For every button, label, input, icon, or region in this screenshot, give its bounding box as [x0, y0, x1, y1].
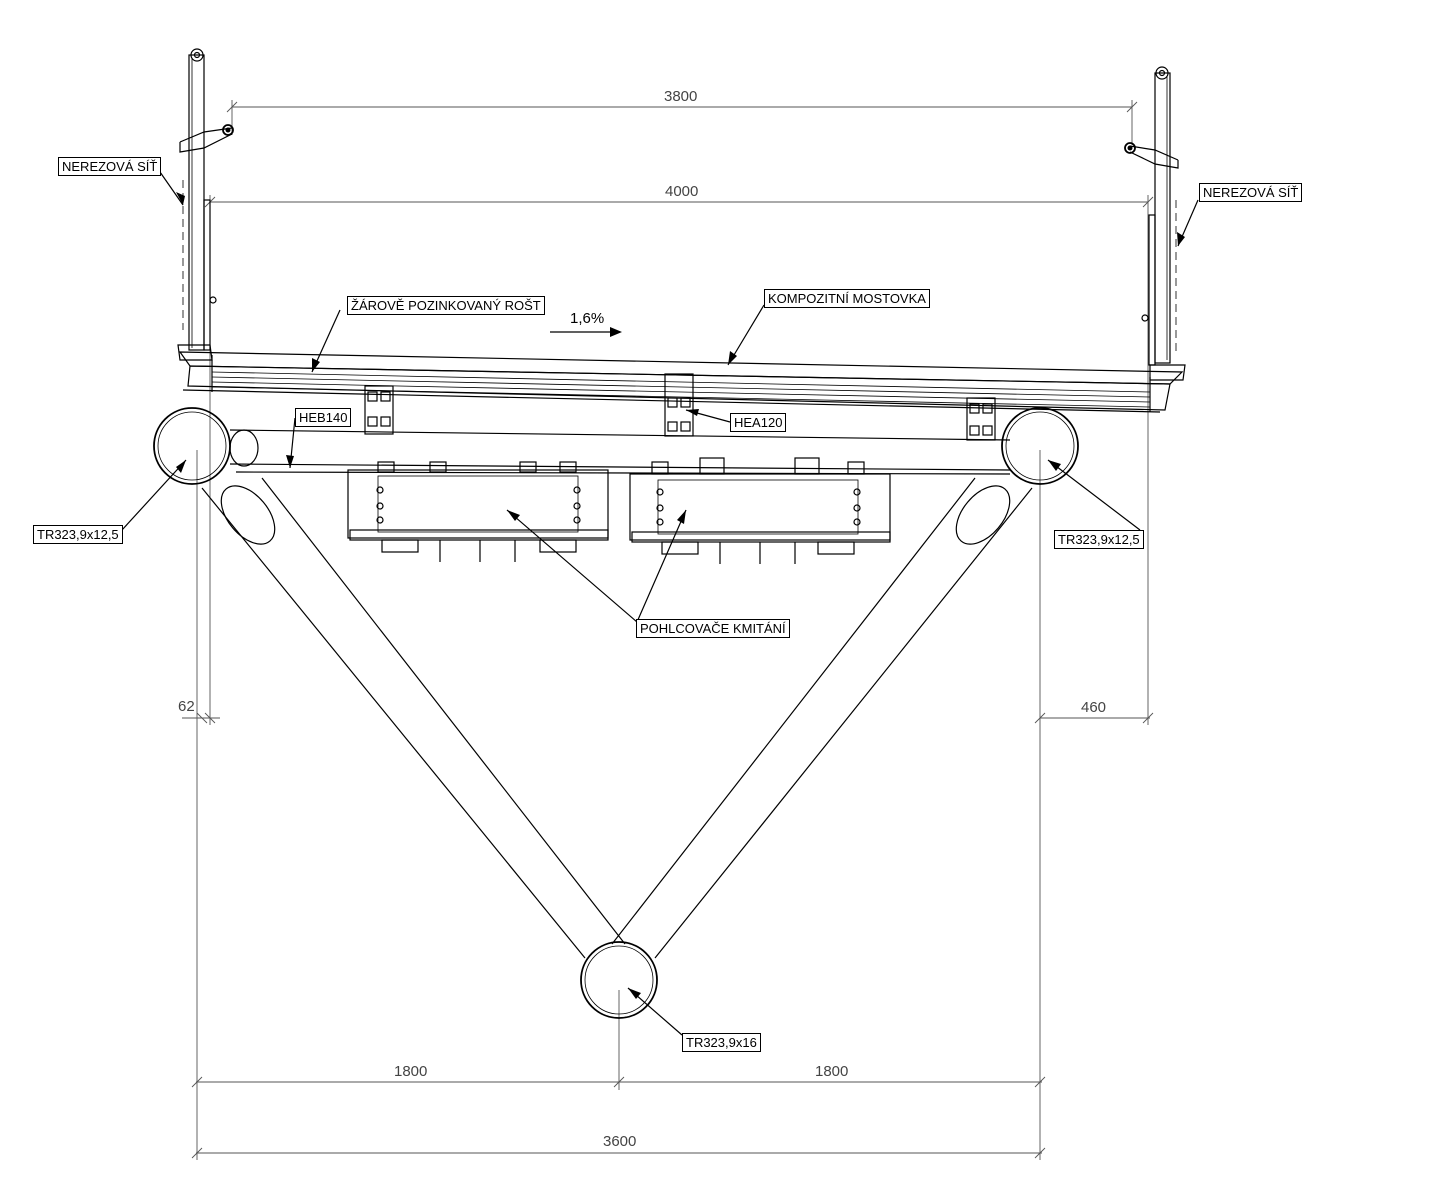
dim-text-3800: 3800	[664, 88, 698, 105]
label-net-left: NEREZOVÁ SÍŤ	[58, 157, 162, 176]
slope-arrow	[550, 327, 622, 337]
dimension-3800	[226, 100, 1138, 145]
right-railing-post	[1124, 66, 1186, 381]
label-deck: KOMPOZITNÍ MOSTOVKA	[764, 289, 930, 308]
label-tube-left: TR323,9x12,5	[33, 525, 123, 544]
dimension-1800-1800	[191, 450, 1046, 1160]
label-hea120: HEA120	[730, 413, 787, 432]
dim-text-4000: 4000	[665, 183, 699, 200]
dim-text-3600: 3600	[603, 1133, 637, 1150]
left-railing-post	[177, 48, 234, 361]
leader-lines	[121, 171, 1199, 1036]
top-chord-left	[153, 407, 231, 485]
bolted-plates	[364, 373, 996, 441]
label-net-right: NEREZOVÁ SÍŤ	[1199, 183, 1303, 202]
label-grating: ŽÁROVĚ POZINKOVANÝ ROŠT	[347, 296, 545, 315]
left-diagonal	[201, 477, 626, 959]
dim-text-460: 460	[1081, 699, 1107, 716]
dim-text-62: 62	[178, 698, 195, 715]
label-tube-bottom: TR323,9x16	[682, 1033, 761, 1052]
label-tube-right: TR323,9x12,5	[1054, 530, 1144, 549]
label-dampers: POHLCOVAČE KMITÁNÍ	[636, 619, 790, 638]
damper-right	[629, 457, 891, 564]
dimension-3600	[191, 1147, 1046, 1159]
label-heb140: HEB140	[295, 408, 352, 427]
dimension-4000	[204, 195, 1154, 725]
heb140-beam	[229, 429, 1011, 475]
dimension-62	[182, 712, 220, 724]
bottom-chord	[580, 941, 658, 1019]
bridge-deck	[178, 351, 1184, 413]
damper-left	[347, 461, 609, 562]
right-diagonal	[611, 477, 1033, 959]
dim-text-1800-left: 1800	[394, 1063, 428, 1080]
slope-value: 1,6%	[570, 310, 605, 327]
top-chord-right	[1001, 407, 1079, 485]
dim-text-1800-right: 1800	[815, 1063, 849, 1080]
